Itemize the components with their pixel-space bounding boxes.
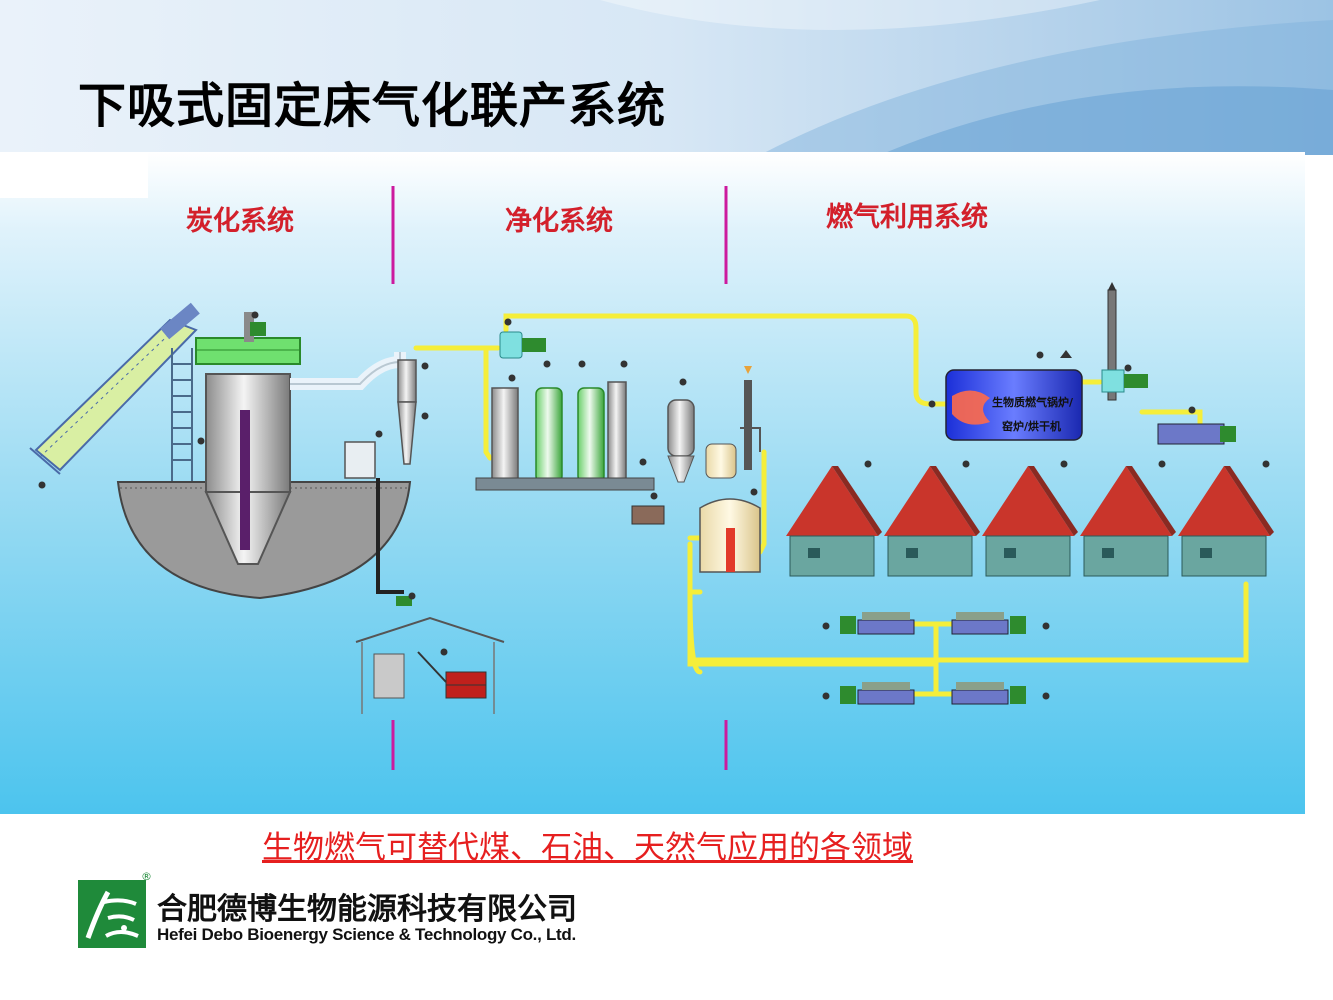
- gas-boiler: 生物质燃气锅炉/ 窑炉/烘干机: [928, 350, 1083, 441]
- induced-draft-fan: [499, 318, 546, 359]
- section-dividers: [391, 186, 728, 770]
- company-name-en: Hefei Debo Bioenergy Science & Technolog…: [157, 925, 576, 944]
- boiler-label-line2: 窑炉/烘干机: [1002, 419, 1061, 433]
- page-title: 下吸式固定床气化联产系统: [78, 78, 667, 134]
- water-tank: [631, 458, 665, 525]
- generator-sets: [822, 612, 1050, 705]
- gas-filter-vessel: [667, 366, 761, 483]
- gasifier-reactor: [195, 311, 301, 565]
- header-background: [0, 0, 1333, 155]
- boiler-generator-set: [1157, 406, 1236, 445]
- registered-mark: ®: [141, 870, 152, 883]
- scrubber-towers: [475, 360, 655, 491]
- chimney: [1101, 282, 1148, 401]
- caption-text: 生物燃气可替代煤、石油、天然气应用的各领域: [262, 830, 913, 866]
- gas-holder-tank: [699, 488, 761, 573]
- boiler-label-line1: 生物质燃气锅炉/: [992, 395, 1074, 409]
- heated-buildings: [786, 460, 1274, 577]
- process-diagram: 炭化系统 净化系统 燃气利用系统: [0, 152, 1305, 814]
- section-label-purification: 净化系统: [505, 205, 613, 237]
- char-collection-shed: [355, 592, 505, 714]
- access-ladder: [171, 348, 193, 482]
- feed-conveyor: [29, 302, 200, 489]
- company-logo: [78, 880, 146, 948]
- company-name-cn: 合肥德博生物能源科技有限公司: [157, 892, 577, 927]
- char-cooler: [344, 430, 404, 594]
- section-label-carbonization: 炭化系统: [186, 205, 294, 237]
- cyclone-separator: [397, 359, 429, 465]
- section-label-gas-utilization: 燃气利用系统: [826, 201, 988, 233]
